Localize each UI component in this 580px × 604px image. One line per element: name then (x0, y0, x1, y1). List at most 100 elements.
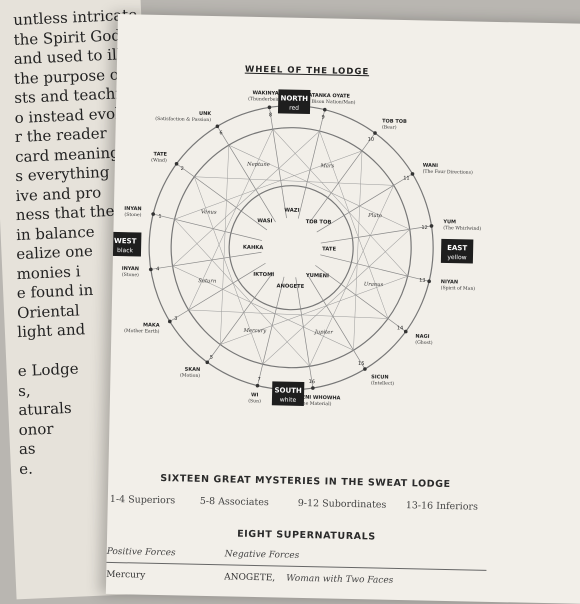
spoke-node (151, 212, 155, 216)
position-meaning: (Bear) (382, 123, 397, 130)
position-name: INYAN (124, 206, 141, 212)
wheel-star-line (188, 309, 388, 319)
position-meaning: (Ghost) (415, 339, 433, 346)
wheel-ring-3 (228, 185, 354, 311)
spoke-node (205, 360, 210, 365)
spoke-node (168, 319, 172, 324)
position-meaning: (Intellect) (371, 379, 394, 386)
position-meaning: (The Four Directions) (423, 168, 473, 176)
left-page-line: in balance (15, 222, 95, 244)
wheel-spoke (167, 262, 266, 323)
position-number: 15 (358, 361, 364, 367)
left-page-line: e Lodge (17, 359, 79, 381)
inner-spirit-label: WAZI (284, 208, 299, 214)
position-meaning: (Wind) (151, 156, 167, 163)
wheel-spoke (268, 105, 287, 219)
wheel-ring-1 (148, 105, 434, 391)
planet-label: Mercury (243, 328, 267, 334)
direction-color-south: white (280, 396, 297, 403)
direction-name-north: NORTH (280, 94, 308, 103)
wheel-star-line (272, 128, 408, 277)
left-page-line: e. (18, 459, 34, 478)
position-meaning: (Spirit of Man) (441, 284, 476, 292)
position-meaning: (Stone) (122, 271, 139, 278)
inner-spirit-label: IKTOMI (253, 272, 274, 278)
left-page-line: monies i (16, 261, 81, 283)
row-negative-name: ANOGETE, (224, 572, 276, 584)
position-name: MAKA (143, 322, 160, 328)
wheel-spoke (256, 276, 285, 388)
spoke-node (174, 162, 179, 166)
spoke-node (373, 131, 377, 135)
position-name: INYAN (122, 266, 139, 272)
position-number: 8 (269, 112, 272, 118)
position-name: TOB TOB (382, 118, 407, 125)
position-number: 11 (403, 175, 409, 181)
position-name: WANI (423, 163, 438, 169)
left-page-line: s everything (14, 162, 110, 186)
position-name: SKAN (185, 367, 201, 373)
planet-label: Pluto (367, 213, 382, 219)
position-number: 2 (181, 166, 184, 172)
left-page-line: onor (18, 419, 54, 439)
wheel-spoke (320, 225, 434, 244)
wheel-star-line (172, 130, 320, 267)
position-number: 14 (397, 325, 403, 331)
category-2: 5-8 Associates (199, 495, 269, 509)
wheel-ring-2 (170, 127, 412, 369)
mysteries-title: SIXTEEN GREAT MYSTERIES IN THE SWEAT LOD… (160, 472, 451, 491)
position-meaning: (Satisfaction & Passion) (155, 115, 211, 123)
wheel-star-line (353, 150, 363, 351)
inner-spirit-label: ANOGETE (276, 283, 304, 290)
position-number: 7 (257, 377, 260, 383)
position-number: 13 (419, 278, 425, 284)
wheel-star-line (174, 219, 310, 367)
row-positive: Mercury (106, 569, 146, 581)
position-name: WAKINYAN (252, 90, 282, 97)
spoke-node (267, 105, 272, 110)
position-number: 9 (321, 114, 324, 120)
wheel-spoke (320, 254, 432, 283)
spoke-node (427, 279, 431, 284)
left-page-line: ive and pro (15, 182, 102, 205)
direction-name-west: WEST (114, 237, 137, 245)
category-1: 1-4 Superiors (109, 493, 176, 507)
position-meaning: (Sun) (248, 397, 261, 404)
inner-spirit-label: WASI (257, 218, 272, 224)
direction-box-east (440, 238, 474, 264)
left-page-line: light and (16, 320, 86, 342)
wheel-star-line (194, 176, 394, 186)
inner-spirit-label: KAHKA (243, 245, 264, 251)
spoke-node (215, 124, 220, 129)
position-name: YUMENI WHOWHA (288, 394, 341, 401)
planet-label: Neptune (246, 162, 270, 168)
wheel-star-line (228, 144, 410, 230)
direction-box-west (109, 231, 142, 257)
category-4: 13-16 Inferiors (405, 500, 479, 513)
spoke-node (363, 367, 367, 371)
position-name: SICUN (371, 374, 389, 380)
wheel-spoke (174, 162, 268, 231)
position-name: NIYAN (441, 279, 458, 285)
wheel-spoke (306, 273, 367, 371)
planet-label: Uranus (364, 282, 384, 288)
position-meaning: (The Material) (298, 400, 332, 408)
wheel-spoke (295, 277, 314, 391)
left-page-line: Oriental (16, 300, 81, 322)
wheel-star-line (194, 176, 263, 365)
wheel-spoke (315, 265, 408, 334)
table-divider (106, 561, 487, 571)
direction-name-south: SOUTH (274, 386, 302, 395)
spoke-node (311, 386, 315, 390)
spoke-node (429, 224, 434, 228)
supernaturals-title: EIGHT SUPERNATURALS (237, 528, 376, 543)
inner-spirit-label: TOB TOB (306, 219, 332, 226)
negative-forces-header: Negative Forces (224, 549, 300, 561)
position-number: 4 (156, 266, 159, 272)
spoke-node (403, 329, 408, 334)
position-meaning: (The Bison Nation/Man) (300, 97, 356, 105)
direction-color-west: black (117, 247, 134, 254)
wheel-spoke (205, 271, 274, 365)
left-page-line: ness that the (15, 201, 115, 225)
spoke-node (149, 267, 153, 272)
